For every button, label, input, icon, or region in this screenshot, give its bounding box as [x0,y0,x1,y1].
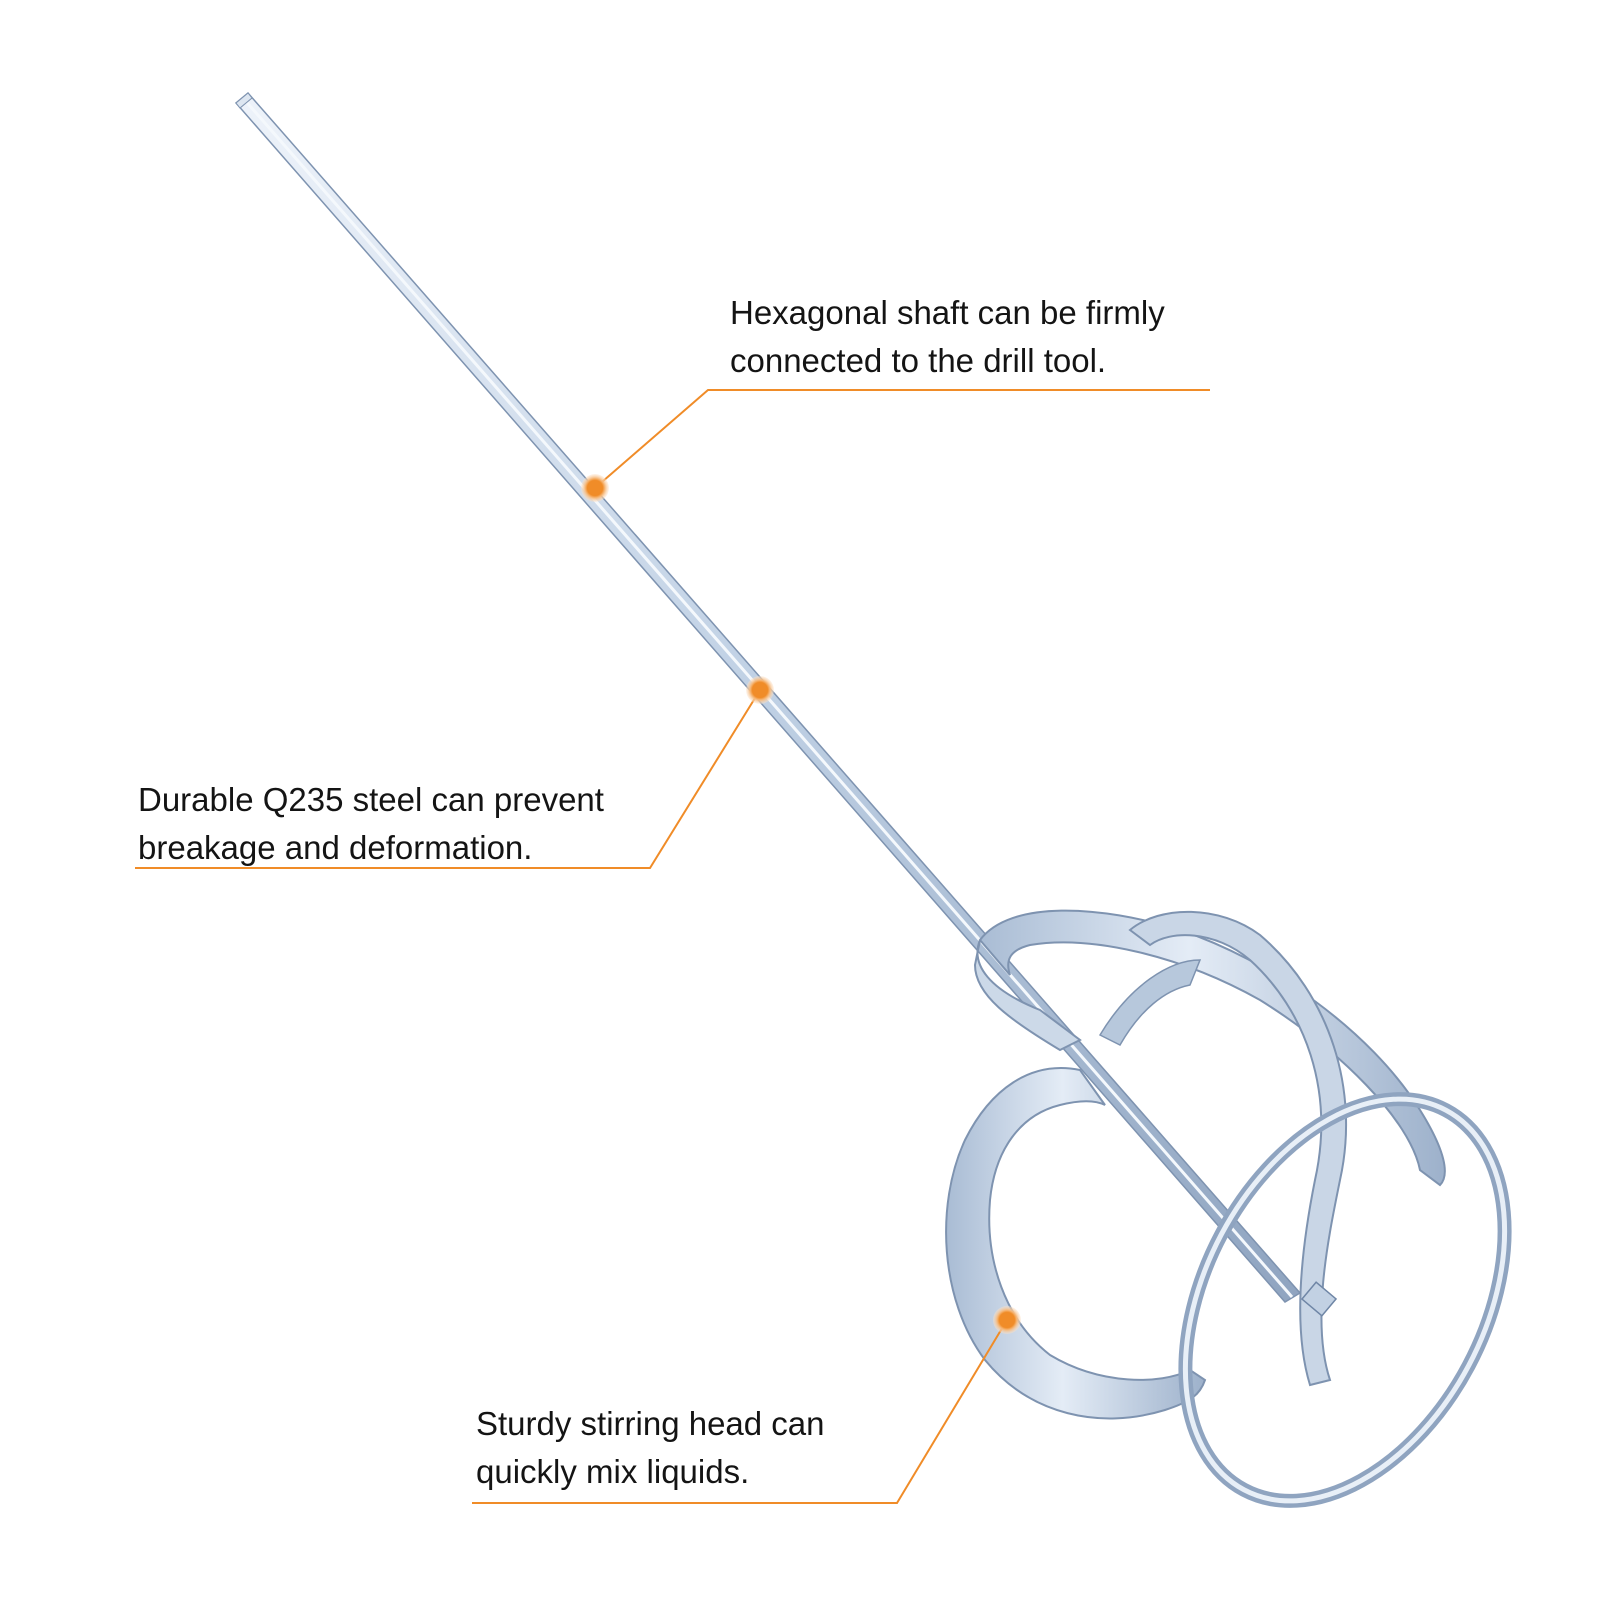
callout-shaft-line-2: connected to the drill tool. [730,342,1107,379]
callout-leader-steel [135,689,761,869]
mixer-bottom-ring [1178,1092,1512,1508]
callout-steel-line-1: Durable Q235 steel can prevent [138,781,604,818]
callout-steel-text: Durable Q235 steel can prevent breakage … [138,776,604,872]
shaft-nut [1300,1281,1338,1317]
callout-leader-head [472,1319,1008,1504]
callout-dot-head [993,1306,1021,1334]
callout-dot-steel [746,676,774,704]
mixer-side-blade [945,1067,1207,1420]
callout-shaft-text: Hexagonal shaft can be firmly connected … [730,289,1165,385]
mixer-back-blade [1098,910,1347,1387]
callout-steel-line-2: breakage and deformation. [138,829,533,866]
callout-leader-shaft [594,389,1210,489]
callout-head-line-2: quickly mix liquids. [476,1453,750,1490]
callout-head-line-1: Sturdy stirring head can [476,1405,825,1442]
mixer-upper-blade [973,909,1446,1187]
callout-head-text: Sturdy stirring head can quickly mix liq… [476,1400,825,1496]
callout-dot-shaft [581,474,609,502]
callout-shaft-line-1: Hexagonal shaft can be firmly [730,294,1165,331]
